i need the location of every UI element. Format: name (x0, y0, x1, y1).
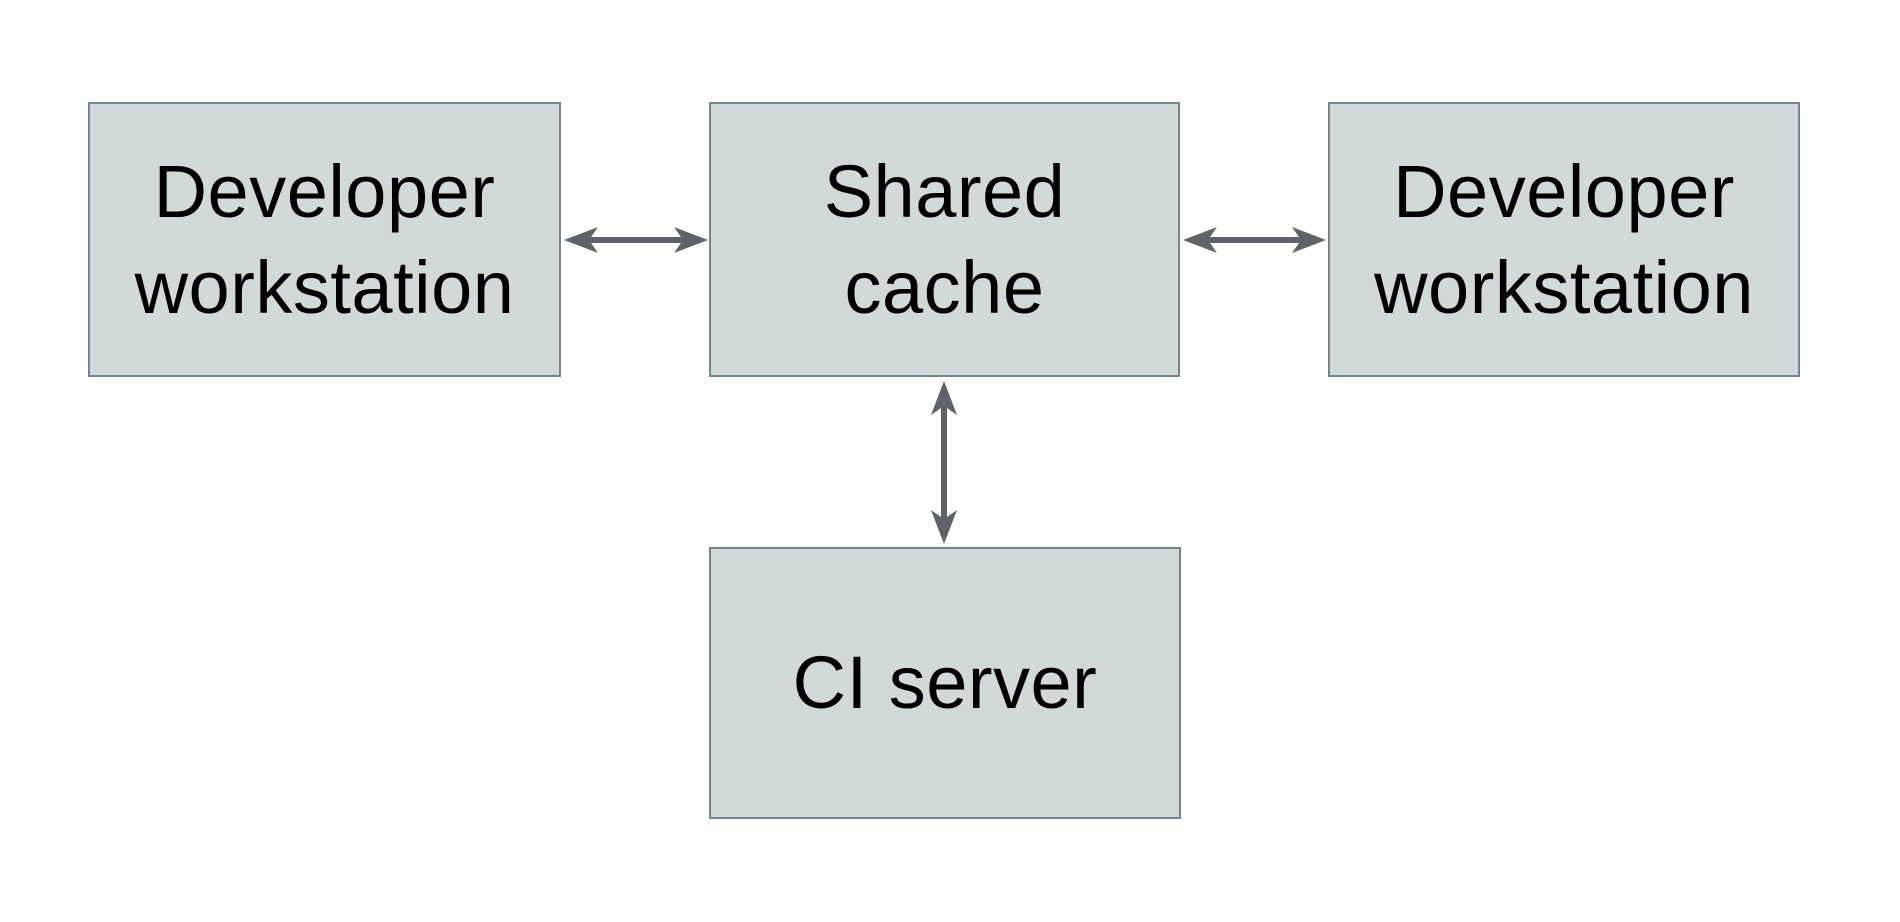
arrow-dev-left-shared-cache (564, 227, 708, 253)
node-label-line: workstation (1374, 245, 1754, 329)
node-ci-server: CI server (709, 547, 1181, 819)
arrowhead-right-icon (1292, 227, 1326, 253)
arrow-shared-cache-ci-server (931, 381, 957, 544)
arrow-shared-cache-dev-right (1183, 227, 1326, 253)
arrowhead-right-icon (674, 227, 708, 253)
arrowhead-left-icon (564, 227, 598, 253)
node-label-line: Shared (823, 149, 1066, 233)
arrowhead-up-icon (931, 381, 957, 415)
node-label-line: Developer (153, 149, 496, 233)
arrowhead-down-icon (931, 510, 957, 544)
arrowhead-left-icon (1183, 227, 1217, 253)
node-shared-cache: Shared cache (709, 102, 1180, 377)
node-label-line: Developer (1393, 149, 1735, 233)
node-developer-workstation-left: Developer workstation (88, 102, 561, 377)
node-label-line: CI server (792, 641, 1098, 724)
node-label-line: cache (844, 245, 1045, 329)
node-developer-workstation-right: Developer workstation (1328, 102, 1800, 377)
node-label-line: workstation (134, 245, 515, 329)
